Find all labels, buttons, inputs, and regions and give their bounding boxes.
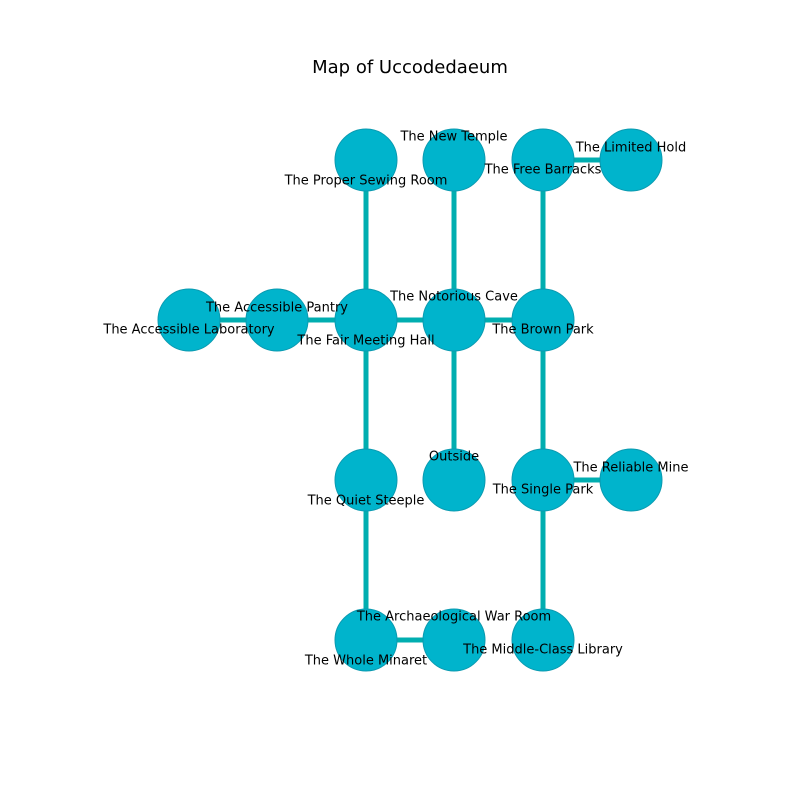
room-label-reliable-mine: The Reliable Mine [572,461,688,476]
room-node-accessible-laboratory [157,288,221,352]
room-label-archaeological-war-room: The Archaeological War Room [356,610,551,625]
room-label-accessible-laboratory: The Accessible Laboratory [102,323,275,338]
room-label-fair-meeting-hall: The Fair Meeting Hall [296,334,434,349]
room-label-brown-park: The Brown Park [491,323,594,338]
room-label-whole-minaret: The Whole Minaret [304,654,427,669]
room-label-new-temple: The New Temple [399,130,507,145]
room-label-outside: Outside [429,450,479,465]
room-node-reliable-mine [599,448,663,512]
room-label-free-barracks: The Free Barracks [484,163,602,178]
room-node-middle-class-library [511,608,575,672]
room-node-free-barracks [511,128,575,192]
map-title: Map of Uccodedaeum [312,57,508,78]
room-label-quiet-steeple: The Quiet Steeple [307,494,425,509]
room-label-limited-hold: The Limited Hold [575,141,687,156]
room-node-limited-hold [599,128,663,192]
connections-layer [189,157,631,643]
room-node-whole-minaret [334,608,398,672]
room-node-accessible-pantry [245,288,309,352]
room-node-single-park [511,448,575,512]
room-node-notorious-cave [422,288,486,352]
room-node-outside [422,448,486,512]
labels-layer: The Accessible Laboratory The Accessible … [102,130,688,669]
room-node-quiet-steeple [334,448,398,512]
room-label-proper-sewing-room: The Proper Sewing Room [284,174,448,189]
room-label-middle-class-library: The Middle-Class Library [462,643,623,658]
room-node-new-temple [422,128,486,192]
room-label-notorious-cave: The Notorious Cave [389,290,518,305]
rooms-layer [157,128,663,672]
room-label-accessible-pantry: The Accessible Pantry [205,301,348,316]
room-label-single-park: The Single Park [492,483,594,498]
room-node-proper-sewing-room [334,128,398,192]
room-node-archaeological-war-room [422,608,486,672]
room-node-fair-meeting-hall [334,288,398,352]
room-node-brown-park [511,288,575,352]
